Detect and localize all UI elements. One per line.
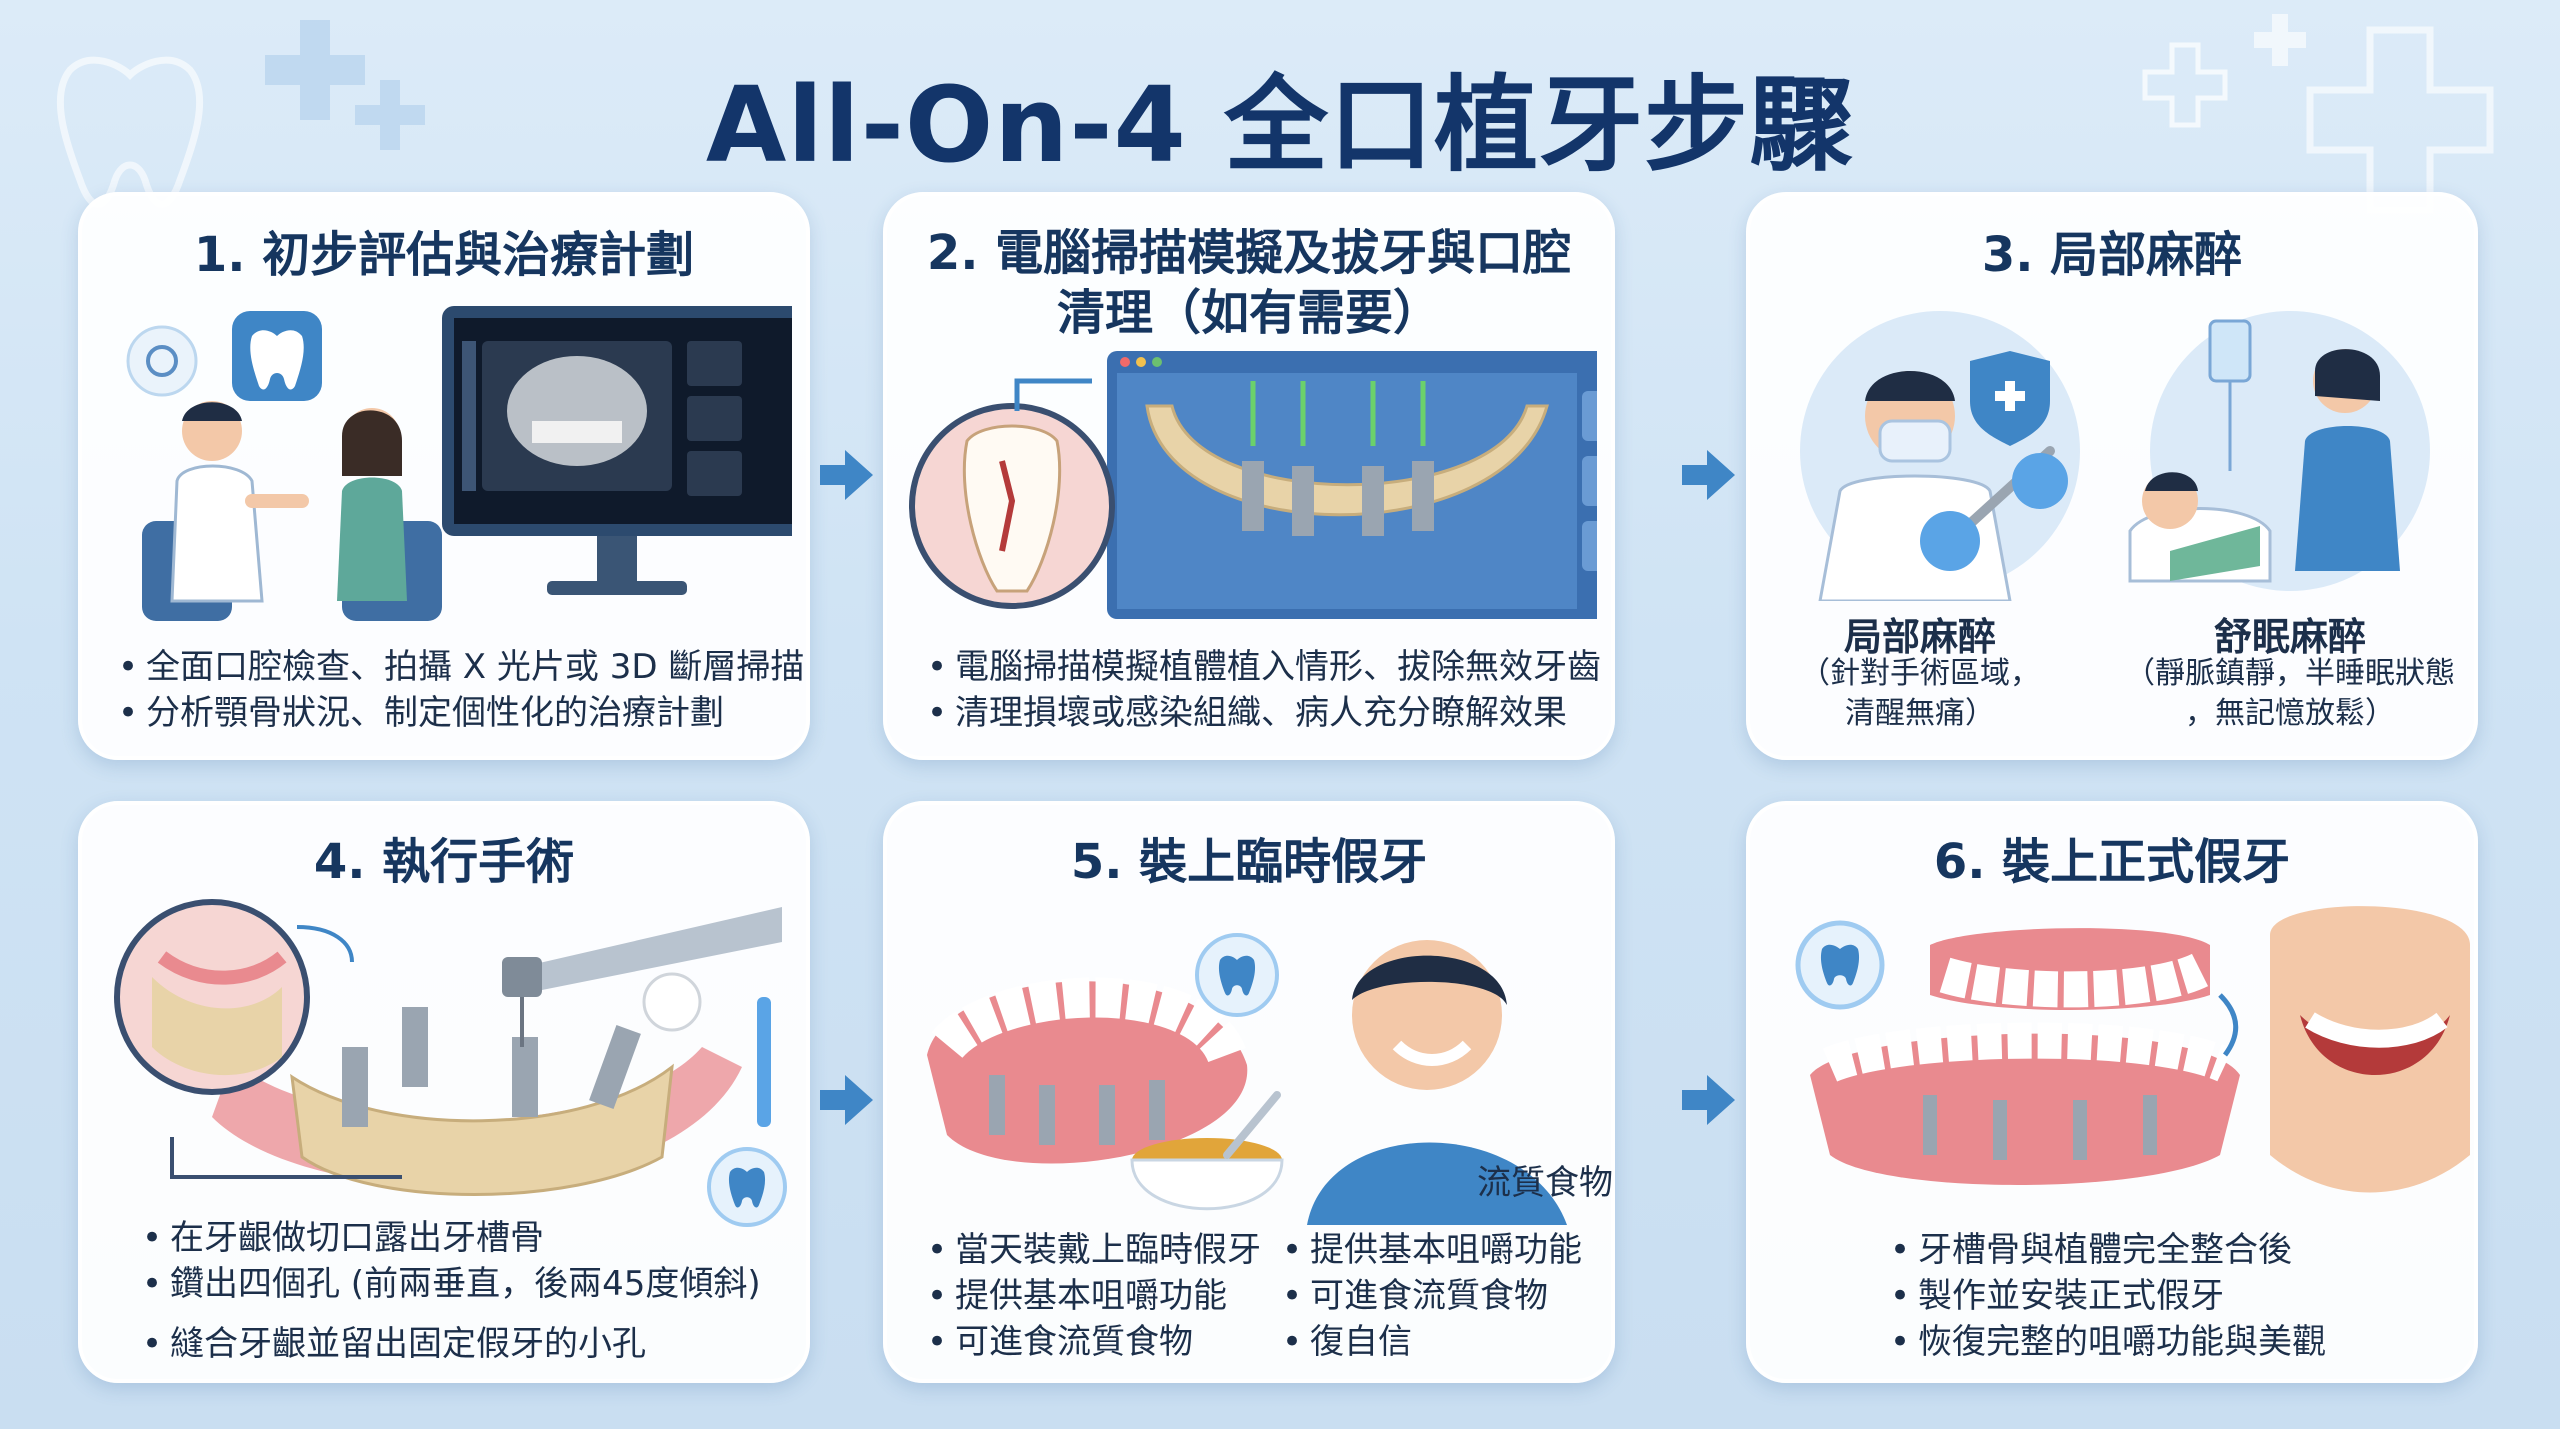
plus-icon — [355, 80, 425, 150]
list-item: 復自信 — [1282, 1319, 1582, 1365]
option-label: 舒眠麻醉 — [2213, 615, 2366, 659]
tooth-icon — [1820, 944, 1860, 986]
step-card-6: 6. 裝上正式假牙 牙槽骨與植體完全整合後 製作並安裝正式假牙 恢復完整的咀嚼功… — [1746, 801, 2478, 1383]
temporary-denture-illustration — [927, 933, 1567, 1225]
option-desc-line2: ，無記憶放鬆） — [2185, 696, 2395, 731]
list-item: 製作並安裝正式假牙 — [1890, 1273, 2326, 1319]
step-title: 3. 局部麻醉 — [1981, 227, 2243, 283]
step-title: 4. 執行手術 — [313, 834, 575, 890]
plus-icon — [2142, 42, 2228, 128]
step-card-5: 5. 裝上臨時假牙 流質食物 當天裝戴上臨時假牙 提供基本咀嚼功能 可進食流質食… — [883, 801, 1615, 1383]
list-item: 在牙齦做切口露出牙槽骨 — [142, 1215, 761, 1261]
page-title: All-On-4 全口植牙步驟 — [705, 64, 1855, 186]
step-title: 5. 裝上臨時假牙 — [1070, 834, 1428, 890]
option-desc-line2: 清醒無痛） — [1845, 696, 1995, 731]
step-title-line2: 清理（如有需要） — [1056, 285, 1441, 341]
list-item: 縫合牙齦並留出固定假牙的小孔 — [142, 1321, 761, 1367]
step-card-2: 2. 電腦掃描模擬及拔牙與口腔 清理（如有需要） 電腦掃描模擬植體植入情形、拔除… — [883, 192, 1615, 760]
list-item: 清理損壞或感染組織、病人充分瞭解效果 — [927, 690, 1601, 736]
option-desc-line1: （靜脈鎮靜，半睡眠狀態 — [2125, 656, 2455, 691]
arrow-right-icon — [1014, 378, 1092, 411]
list-item: 恢復完整的咀嚼功能與美觀 — [1890, 1319, 2326, 1365]
final-denture-illustration — [1795, 906, 2470, 1193]
step-card-1: 1. 初步評估與治療計劃 全面口腔檢查、拍攝 X 光片或 3D 斷層掃描 分析顎… — [78, 192, 810, 760]
consultation-illustration — [126, 306, 792, 621]
list-item: 提供基本咀嚼功能 — [1282, 1227, 1582, 1273]
list-item: 鑽出四個孔 (前兩垂直，後兩45度傾斜) — [142, 1261, 761, 1307]
tooth-icon — [1218, 955, 1256, 996]
arrow-right-icon — [820, 450, 873, 500]
tooth-icon — [728, 1167, 766, 1208]
step-title: 6. 裝上正式假牙 — [1933, 834, 2291, 890]
option-desc-line1: （針對手術區域， — [1800, 656, 2040, 691]
list-item: 全面口腔檢查、拍攝 X 光片或 3D 斷層掃描 — [118, 644, 804, 690]
arrow-right-icon — [1682, 450, 1735, 500]
list-item: 當天裝戴上臨時假牙 — [927, 1227, 1261, 1273]
food-label: 流質食物 — [1477, 1163, 1613, 1203]
list-item: 牙槽骨與植體完全整合後 — [1890, 1227, 2326, 1273]
step-title-line1: 2. 電腦掃描模擬及拔牙與口腔 — [926, 225, 1572, 281]
plus-icon — [2254, 14, 2306, 66]
anesthesia-illustration — [1800, 311, 2430, 601]
list-item: 提供基本咀嚼功能 — [927, 1273, 1261, 1319]
scan-simulation-illustration — [909, 351, 1597, 619]
arrow-right-icon — [820, 1075, 873, 1125]
list-item: 可進食流質食物 — [1282, 1273, 1582, 1319]
plus-icon — [265, 20, 365, 120]
step-card-3: 3. 局部麻醉 局部麻醉 （針對手術區域， 清醒無痛） 舒眠麻醉 （靜脈鎮靜，半… — [1746, 192, 2478, 760]
step-card-4: 4. 執行手術 在牙齦做切口露出牙槽骨 鑽出四個孔 (前兩垂直，後兩45度傾斜)… — [78, 801, 810, 1383]
list-item: 電腦掃描模擬植體植入情形、拔除無效牙齒 — [927, 644, 1601, 690]
surgery-illustration — [114, 899, 787, 1227]
arrow-right-icon — [1682, 1075, 1735, 1125]
list-item: 分析顎骨狀況、制定個性化的治療計劃 — [118, 690, 804, 736]
option-label: 局部麻醉 — [1843, 615, 1996, 659]
tooth-icon — [250, 330, 304, 390]
arrow-right-icon — [296, 925, 354, 963]
list-item: 可進食流質食物 — [927, 1319, 1261, 1365]
step-title: 1. 初步評估與治療計劃 — [193, 227, 695, 283]
